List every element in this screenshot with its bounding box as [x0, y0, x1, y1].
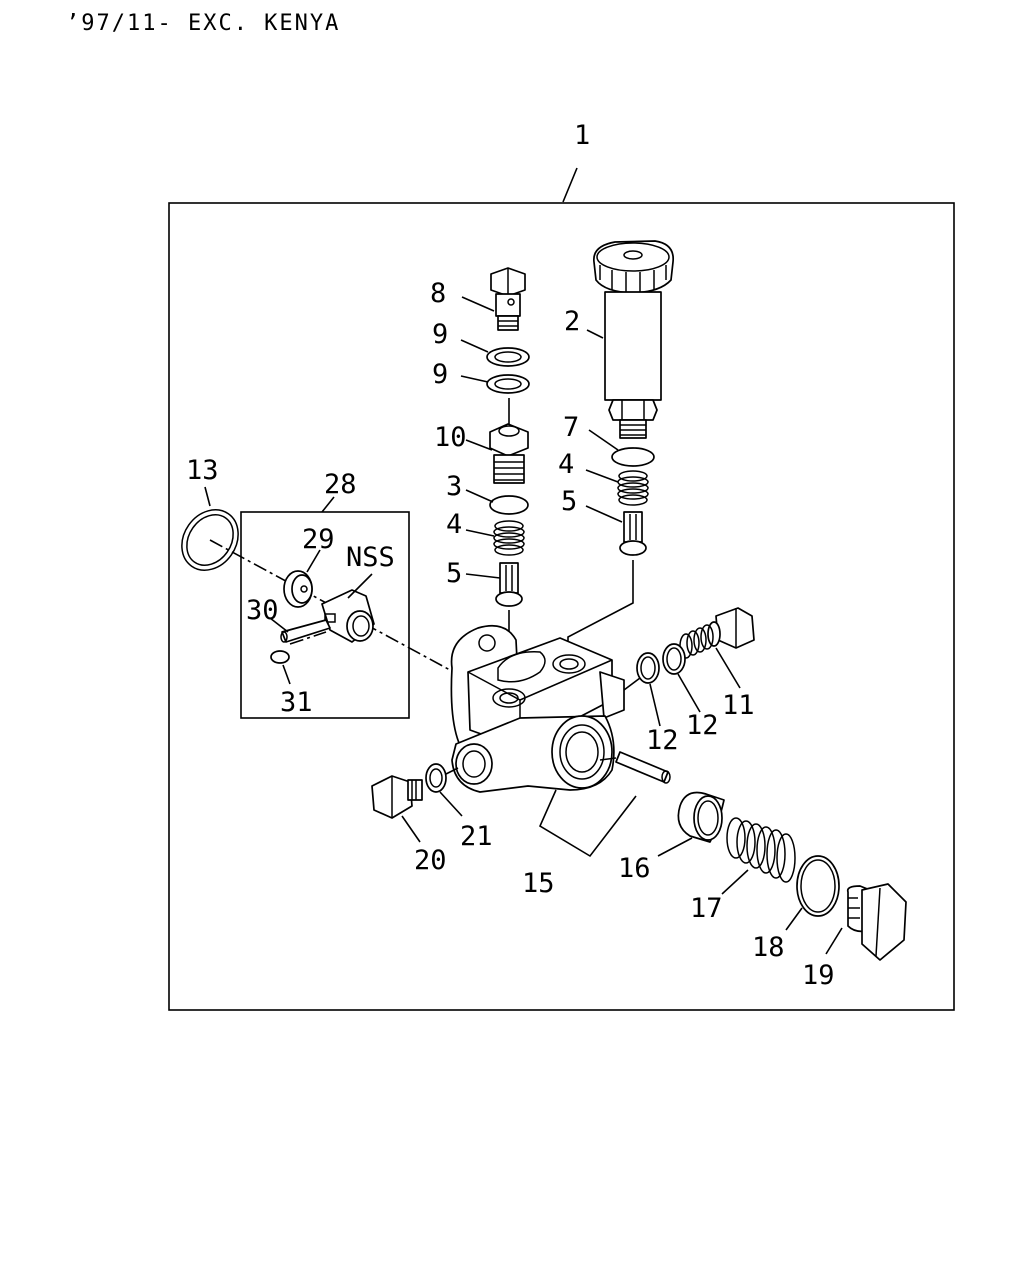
callout-4-left: 4 — [446, 509, 462, 540]
callout-31: 31 — [280, 687, 313, 718]
pin-30-part — [280, 619, 331, 643]
bracket-15 — [538, 789, 637, 858]
leader-1 — [562, 167, 578, 203]
callout-16: 16 — [618, 853, 651, 884]
screw-11-part — [679, 607, 755, 659]
callout-5-right: 5 — [561, 486, 577, 517]
clip-31-part — [270, 650, 290, 664]
callout-4-right: 4 — [558, 449, 574, 480]
washer-9-upper-part — [486, 347, 530, 367]
connector-10-part — [489, 423, 529, 484]
valve-5-left-part — [495, 562, 523, 607]
gasket-18-part — [796, 855, 840, 917]
callout-labels: 1 2 3 4 4 5 5 7 8 9 9 10 11 12 12 13 15 … — [186, 120, 835, 991]
leader-5-left — [465, 573, 501, 579]
washer-9-lower-part — [486, 374, 530, 394]
leader-19 — [825, 927, 843, 955]
collar-16-part — [677, 791, 725, 843]
callout-8: 8 — [430, 278, 446, 309]
leader-3 — [465, 489, 494, 503]
leader-4-right — [585, 469, 619, 483]
eye-bolt-8-part — [490, 267, 526, 331]
callout-9-upper: 9 — [432, 319, 448, 350]
assembly-frame — [168, 202, 955, 1011]
plug-20-part — [371, 775, 423, 819]
callout-7: 7 — [563, 412, 579, 443]
leader-2 — [586, 329, 604, 339]
callout-19: 19 — [802, 960, 835, 991]
subassembly-frame-28 — [240, 511, 410, 719]
callout-5-left: 5 — [446, 558, 462, 589]
leader-9-lower — [460, 375, 489, 383]
leader-5-right — [585, 505, 623, 523]
spring-17-part — [726, 817, 796, 883]
leader-nss — [347, 573, 373, 599]
leader-30 — [269, 617, 289, 633]
callout-10: 10 — [434, 422, 467, 453]
callout-13: 13 — [186, 455, 219, 486]
callout-3: 3 — [446, 471, 462, 502]
oring-3-part — [489, 495, 529, 515]
leader-31 — [282, 664, 291, 685]
pump-body-part — [450, 624, 625, 793]
callout-21: 21 — [460, 821, 493, 852]
leader-8 — [461, 296, 495, 312]
leader-18 — [785, 907, 803, 931]
plug-19-part — [846, 883, 907, 961]
leader-20 — [401, 815, 421, 843]
callout-11: 11 — [722, 690, 755, 721]
leader-9-upper — [460, 339, 489, 353]
pin-15-part — [615, 751, 671, 784]
leader-4-left — [465, 529, 495, 537]
washer-12-left-part — [636, 652, 660, 684]
gasket-7-part — [611, 447, 655, 467]
leader-21 — [439, 791, 463, 817]
leader-28 — [321, 496, 335, 513]
leader-13 — [204, 486, 211, 507]
leader-10 — [465, 439, 493, 451]
valve-5-right-part — [619, 511, 647, 556]
lever-nss-part — [321, 589, 375, 643]
leader-12-left — [649, 683, 661, 727]
leader-16 — [657, 837, 693, 857]
assembly-line-11 — [623, 677, 641, 691]
callout-28: 28 — [324, 469, 357, 500]
leader-29 — [306, 549, 321, 573]
callout-29: 29 — [302, 524, 335, 555]
assembly-line-15 — [599, 757, 617, 761]
leader-11 — [715, 647, 741, 689]
leader-12-right — [677, 673, 701, 713]
callout-17: 17 — [690, 893, 723, 924]
leader-7 — [588, 429, 619, 451]
header-text: ’97/11- EXC. KENYA — [66, 11, 340, 36]
snap-ring-13-part — [181, 509, 239, 571]
washer-29-part — [283, 570, 313, 608]
priming-pump-part — [593, 240, 675, 439]
leader-17 — [721, 869, 749, 895]
callout-18: 18 — [752, 932, 785, 963]
callout-12-right: 12 — [686, 710, 719, 741]
callout-1: 1 — [574, 120, 590, 151]
spring-4-left-part — [493, 520, 525, 556]
callout-20: 20 — [414, 845, 447, 876]
pin-axis-dashed — [289, 631, 327, 645]
callout-nss: NSS — [346, 542, 395, 573]
callout-12-left: 12 — [646, 725, 679, 756]
washer-12-right-part — [662, 643, 686, 675]
callout-2: 2 — [564, 306, 580, 337]
assembly-line-20 — [445, 767, 459, 775]
gasket-21-part — [425, 763, 447, 793]
callout-30: 30 — [246, 595, 279, 626]
callout-9-lower: 9 — [432, 359, 448, 390]
callout-15: 15 — [522, 868, 555, 899]
spring-4-right-part — [617, 470, 649, 506]
